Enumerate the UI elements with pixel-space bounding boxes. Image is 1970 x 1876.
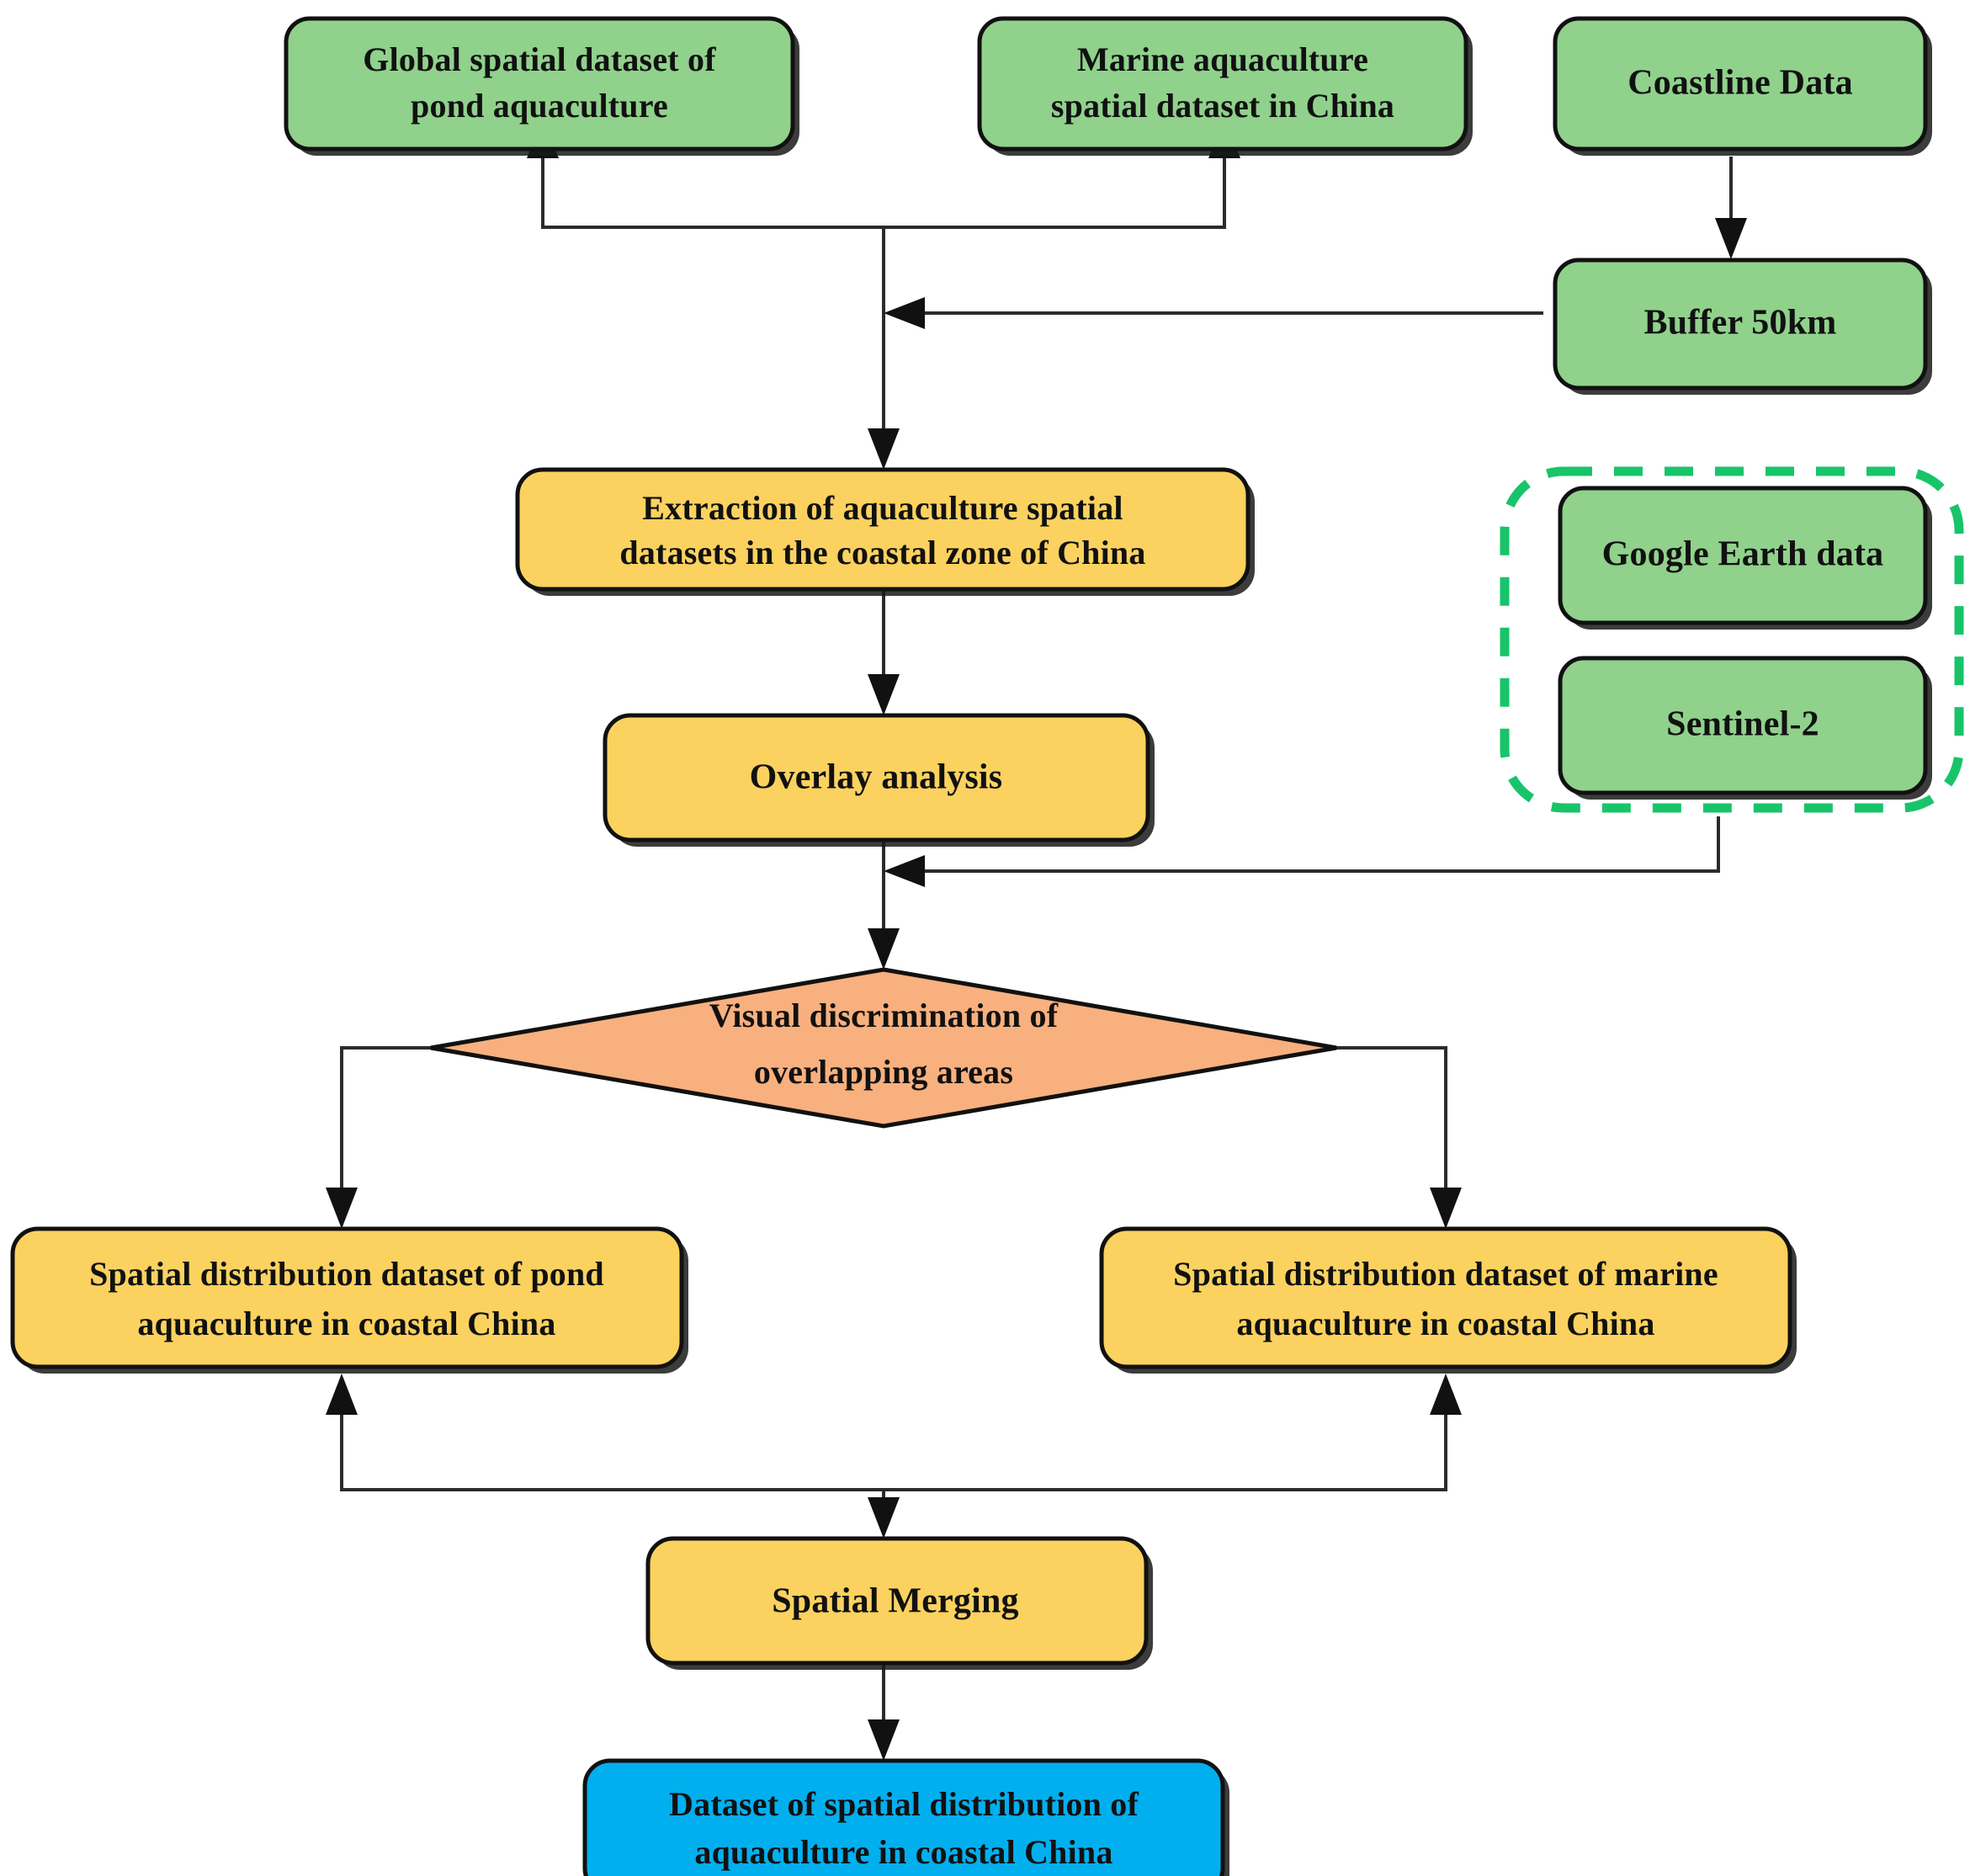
node-label: aquaculture in coastal China [137, 1305, 555, 1342]
node-visual-discrimination[interactable]: Visual discrimination of overlapping are… [430, 967, 1337, 1129]
node-label: Extraction of aquaculture spatial [642, 489, 1123, 527]
node-pond-result[interactable]: Spatial distribution dataset of pond aqu… [10, 1226, 688, 1374]
node-label: Marine aquaculture [1077, 40, 1368, 78]
node-overlay-analysis[interactable]: Overlay analysis [603, 713, 1155, 847]
node-label: Visual discrimination of [709, 996, 1059, 1034]
node-final-dataset[interactable]: Dataset of spatial distribution of aquac… [582, 1758, 1229, 1876]
node-buffer-50km[interactable]: Buffer 50km [1553, 258, 1932, 395]
edge-results-to-merging [326, 1374, 1462, 1539]
node-spatial-merging[interactable]: Spatial Merging [645, 1536, 1153, 1670]
node-label: Global spatial dataset of [363, 40, 716, 78]
node-label: Buffer 50km [1644, 304, 1837, 343]
node-label: Sentinel-2 [1666, 705, 1819, 744]
node-label: aquaculture in coastal China [694, 1833, 1112, 1871]
edge-coastline-to-buffer [1715, 157, 1747, 259]
node-google-earth-data[interactable]: Google Earth data [1558, 486, 1932, 630]
node-label: Spatial Merging [772, 1582, 1019, 1621]
edge-sources-to-extraction [527, 117, 1240, 470]
node-marine-result[interactable]: Spatial distribution dataset of marine a… [1099, 1226, 1797, 1374]
edge-extraction-to-overlay [868, 589, 900, 715]
node-label: Spatial distribution dataset of marine [1173, 1255, 1718, 1293]
node-label: Dataset of spatial distribution of [669, 1785, 1139, 1823]
node-label: spatial dataset in China [1051, 87, 1394, 125]
node-label: datasets in the coastal zone of China [619, 534, 1145, 571]
edge-diamond-to-marine [1336, 1046, 1462, 1229]
edge-buffer-to-trunk [884, 297, 1543, 329]
node-coastline-data[interactable]: Coastline Data [1553, 16, 1932, 156]
node-label: Spatial distribution dataset of pond [89, 1255, 604, 1293]
edge-diamond-to-pond [326, 1046, 431, 1229]
node-label: overlapping areas [754, 1053, 1013, 1091]
node-marine-dataset-china[interactable]: Marine aquaculture spatial dataset in Ch… [977, 16, 1473, 156]
edge-group-to-diamond [884, 816, 1720, 887]
node-sentinel-2[interactable]: Sentinel-2 [1558, 656, 1932, 800]
node-extraction[interactable]: Extraction of aquaculture spatial datase… [515, 467, 1255, 596]
remote-sensing-group [1500, 466, 1964, 813]
node-label: pond aquaculture [411, 87, 668, 125]
node-label: Coastline Data [1628, 64, 1853, 103]
node-label: Google Earth data [1602, 535, 1884, 574]
node-label: Overlay analysis [750, 758, 1003, 797]
node-label: aquaculture in coastal China [1236, 1305, 1654, 1342]
edge-layer [326, 117, 1747, 1761]
node-global-pond-dataset[interactable]: Global spatial dataset of pond aquacultu… [284, 16, 799, 156]
